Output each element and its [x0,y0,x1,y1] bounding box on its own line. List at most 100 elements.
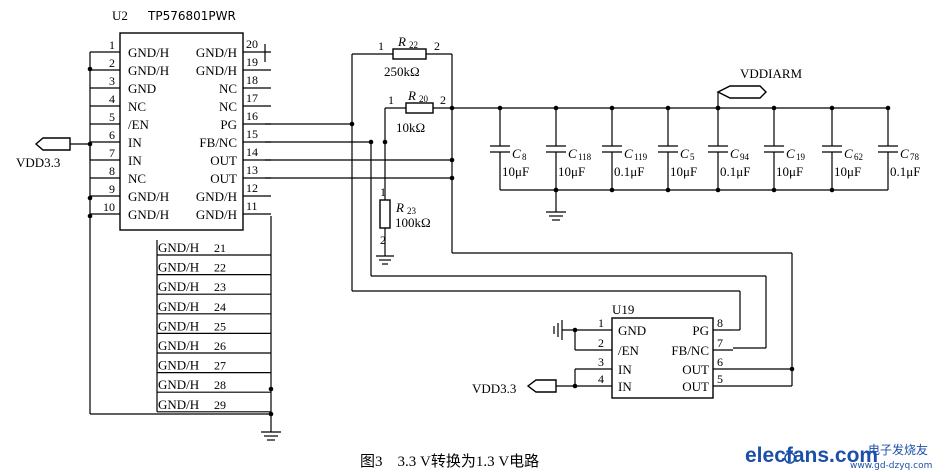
u2-left-wiring [70,52,271,415]
u2-pin-name: GND/H [128,45,169,60]
capacitor-ref: C [786,146,795,161]
capacitor-ref: C [680,146,689,161]
svg-text:22: 22 [409,40,418,50]
watermark-url: www.gd-dzyq.com [850,461,932,471]
u2-pin-number: 3 [109,74,115,88]
figure-caption: 图3 3.3 V转换为1.3 V电路 [360,453,539,470]
u2-pin-27: GND/H 27 [157,358,271,374]
u2-pin-number: 25 [214,319,226,333]
u2-pin-name: GND/H [196,189,237,204]
u2-pin-name: NC [128,99,146,114]
u2-pin-name: GND/H [158,299,199,314]
u2-pin-number: 28 [214,378,226,392]
u2-pin-number: 26 [214,339,226,353]
u2-pin-28: GND/H 28 [157,377,271,393]
u2-pin-name: NC [219,81,237,96]
u19-pin-number: 4 [598,372,604,386]
svg-text:1: 1 [388,93,394,107]
u19-pin-number: 8 [717,316,723,330]
u2-pin-name: PG [220,117,237,132]
r22-body [392,48,427,60]
capacitor-value: 10μF [776,164,803,179]
u19-pin-name: GND [618,323,646,338]
u2-pin-name: GND/H [196,63,237,78]
u19-pin-8: 8PG [692,316,733,338]
u2-pin-name: IN [128,153,142,168]
u2-pin-number: 17 [246,91,258,105]
u2-pin-name: /EN [128,117,150,132]
vdd33-input-flag-u19: VDD3.3 [472,379,557,396]
u2-pin-number: 2 [109,56,115,70]
u2-right-wiring [265,108,795,386]
r23-body [379,199,391,229]
u2-pin-number: 13 [246,163,258,177]
u2-pin-name: GND/H [158,377,199,392]
svg-text:1: 1 [378,39,384,53]
u2-pin-name: OUT [210,171,237,186]
u2-pin-number: 27 [214,359,226,373]
capacitor-ref: C [730,146,739,161]
u2-pin-name: GND/H [196,45,237,60]
vddiarm-output-flag: VDDIARM [715,66,803,111]
u2-part-number: TP576801PWR [147,9,236,23]
u2-ref: U2 [112,8,128,23]
watermark-cn: 电子发烧友 [868,442,928,457]
svg-text:23: 23 [407,206,417,216]
u2-pin-number: 16 [246,109,258,123]
r20-body [405,102,434,114]
resistor-network: 1 2 R 22 250kΩ 1 2 R 20 10kΩ 1 2 R 23 10… [351,34,455,265]
u19-pin-number: 7 [717,336,723,350]
capacitor-value: 10μF [502,164,529,179]
r22-value: 250kΩ [384,64,420,79]
u2-pin-number: 23 [214,280,226,294]
u19-ref: U19 [612,302,634,317]
u19-pin-2: 2/EN [592,336,640,358]
u19-pin-name: /EN [618,343,640,358]
u2-pin-name: GND/H [158,358,199,373]
u2-pin-name: GND/H [158,260,199,275]
capacitor-value: 10μF [558,164,585,179]
u2-pin-name: GND/H [196,207,237,222]
r23-ref: R [395,200,404,215]
u19-pin-7: 7FB/NC [671,336,733,358]
vdd33-label-u2: VDD3.3 [16,155,60,170]
u2-pin-name: GND/H [158,338,199,353]
capacitor-sub: 8 [522,152,527,162]
u2-pin-number: 7 [109,146,115,160]
capacitor-ref: C [512,146,521,161]
u19-pin-name: FB/NC [671,343,709,358]
u19-pin-number: 1 [598,316,604,330]
r20-value: 10kΩ [396,120,425,135]
capacitor-sub: 78 [910,152,920,162]
r23-value: 100kΩ [395,215,431,230]
u19-pin-name: IN [618,362,632,377]
u2-pin-number: 11 [246,199,258,213]
u2-pin-number: 21 [214,241,226,255]
capacitor-value: 10μF [834,164,861,179]
